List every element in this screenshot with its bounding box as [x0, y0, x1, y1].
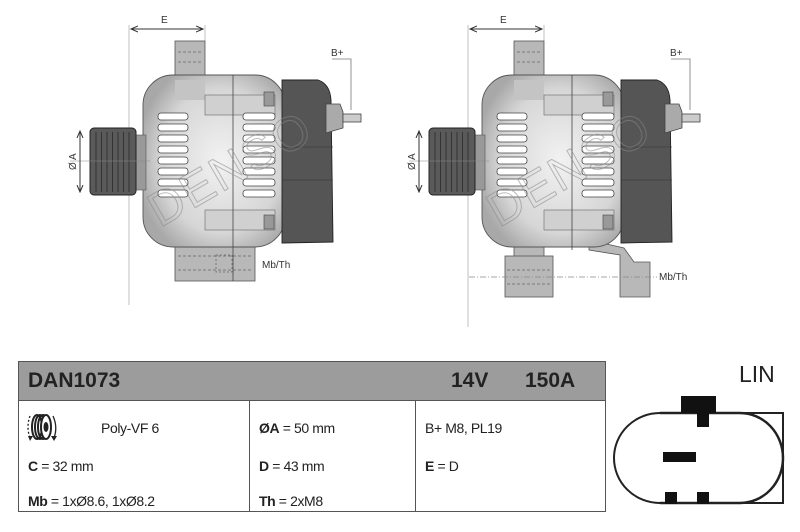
- rear-cover: [281, 79, 334, 244]
- spec-mb-label: Mb: [28, 493, 48, 509]
- cooling-fin: [581, 167, 615, 176]
- cooling-fin: [496, 123, 528, 132]
- cooling-fin: [581, 189, 615, 198]
- spec-c: C = 32 mm: [28, 458, 94, 474]
- pulley-type: Poly-VF 6: [101, 420, 159, 436]
- cooling-fin: [242, 178, 276, 187]
- cooling-fin: [157, 178, 189, 187]
- dimension-dia-a-label: Ø A: [68, 153, 79, 170]
- cooling-fin: [157, 134, 189, 143]
- spec-th-value: = 2xM8: [275, 493, 323, 509]
- cooling-fin: [157, 112, 189, 121]
- spec-c-label: C: [28, 458, 38, 474]
- cooling-fin: [496, 189, 528, 198]
- cooling-fin: [581, 123, 615, 132]
- spec-d-label: D: [259, 458, 269, 474]
- cooling-fin: [157, 167, 189, 176]
- mb-th-label: Mb/Th: [262, 260, 290, 271]
- cooling-fin: [496, 178, 528, 187]
- current: 150A: [525, 369, 576, 392]
- mounting-foot: [504, 255, 554, 298]
- cooling-fin: [496, 112, 528, 121]
- cooling-fin: [157, 156, 189, 165]
- cooling-fin: [157, 189, 189, 198]
- cooling-fin: [242, 167, 276, 176]
- dimension-e-label: E: [500, 15, 507, 26]
- cooling-fin: [242, 134, 276, 143]
- cooling-fin: [581, 134, 615, 143]
- voltage: 14V: [451, 369, 489, 392]
- cooling-fin: [242, 123, 276, 132]
- b-plus-label: B+: [670, 48, 683, 59]
- b-plus-label: B+: [331, 48, 344, 59]
- cooling-fin: [581, 112, 615, 121]
- alternator-drawing-1: E Mb/Th: [68, 15, 362, 305]
- spec-e-value: = D: [433, 458, 459, 474]
- spec-dia-a-value: = 50 mm: [279, 420, 335, 436]
- part-number: DAN1073: [28, 369, 121, 392]
- spec-b-plus: B+ M8, PL19: [425, 420, 502, 436]
- spec-dia-a: ØA = 50 mm: [259, 420, 335, 436]
- bolt: [602, 91, 614, 107]
- spec-d-value: = 43 mm: [268, 458, 325, 474]
- spec-dia-a-label: ØA: [259, 420, 280, 436]
- spec-table: DAN1073 14V 150A Poly-VF 6 C = 32 mm Mb …: [18, 361, 606, 512]
- cooling-fin: [581, 145, 615, 154]
- spec-header: DAN1073 14V 150A: [19, 362, 605, 401]
- spec-c-value: = 32 mm: [37, 458, 94, 474]
- spec-column-1: Poly-VF 6 C = 32 mm Mb = 1xØ8.6, 1xØ8.2: [19, 400, 249, 511]
- spec-mb: Mb = 1xØ8.6, 1xØ8.2: [28, 493, 155, 509]
- cooling-fin: [242, 112, 276, 121]
- dimension-e-label: E: [161, 15, 168, 26]
- cooling-fin: [242, 156, 276, 165]
- bolt: [263, 91, 275, 107]
- spec-e-label: E: [425, 458, 434, 474]
- spec-column-2: ØA = 50 mm D = 43 mm Th = 2xM8: [249, 400, 416, 511]
- b-plus-terminal: [325, 103, 344, 134]
- lin-connector: LIN: [613, 361, 785, 505]
- alternator-drawings: E Mb/Th: [68, 15, 701, 327]
- mb-th-label: Mb/Th: [659, 272, 687, 283]
- cooling-fin: [242, 189, 276, 198]
- connector-label: LIN: [739, 361, 775, 387]
- spec-d: D = 43 mm: [259, 458, 325, 474]
- cooling-fin: [157, 145, 189, 154]
- bolt: [602, 214, 614, 230]
- spec-th-label: Th: [259, 493, 276, 509]
- pulley-rotation-icon: [27, 414, 57, 441]
- cooling-fin: [496, 134, 528, 143]
- spec-mb-value: = 1xØ8.6, 1xØ8.2: [47, 493, 155, 509]
- spec-th: Th = 2xM8: [259, 493, 323, 509]
- cooling-fin: [496, 167, 528, 176]
- mounting-foot: [588, 239, 651, 298]
- dimension-dia-a-label: Ø A: [407, 153, 418, 170]
- cooling-fin: [242, 145, 276, 154]
- cooling-fin: [496, 156, 528, 165]
- spec-column-3: B+ M8, PL19 E = D: [415, 400, 605, 511]
- spec-e: E = D: [425, 458, 459, 474]
- rear-cover: [620, 79, 673, 244]
- lin-connector-plug-icon: [613, 396, 785, 505]
- b-plus-terminal: [664, 103, 683, 134]
- cooling-fin: [581, 156, 615, 165]
- cooling-fin: [496, 145, 528, 154]
- cooling-fin: [157, 123, 189, 132]
- cooling-fin: [581, 178, 615, 187]
- bolt: [263, 214, 275, 230]
- alternator-drawing-2: E Mb/Th: [407, 15, 701, 327]
